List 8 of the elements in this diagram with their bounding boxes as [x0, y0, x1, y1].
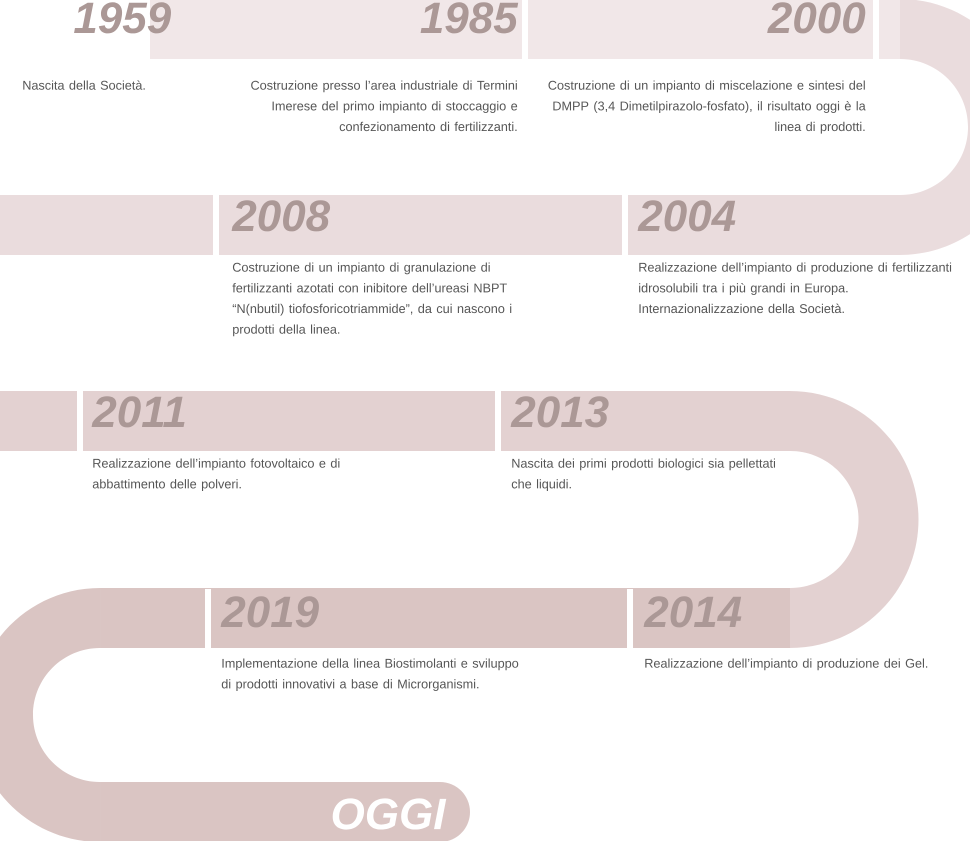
- timeline-entry: 1959 Nascita della Società.: [23, 2, 171, 90]
- timeline-entry: 2000 Costruzione di un impianto di miscelazione e sintesi del DMPP (3,4 Dimetilpirazolo-fosfato), il risultato oggi è la linea di prodotti.: [548, 2, 866, 134]
- timeline-entry: OGGI: [332, 798, 446, 830]
- timeline-entry: 2008 Costruzione di un impianto di granulazione di fertilizzanti azotati con inibitore dell’ureasi NBPT “N(nbutil) tiofosforicotriammide”, da cui nascono i prodotti della linea.: [232, 200, 512, 336]
- timeline-entry: 2004 Realizzazione dell’impianto di produzione di fertilizzanti idrosolubili tra i più grandi in Europa. Internazionalizzazione della Società.: [638, 200, 952, 314]
- timeline-entry: 2011 Realizzazione dell’impianto fotovoltaico e di abbattimento delle polveri.: [92, 396, 340, 491]
- timeline-entry: 2013 Nascita dei primi prodotti biologici sia pellettati che liquidi.: [510, 396, 775, 491]
- timeline-entry: 1985 Costruzione presso l’area industriale di Termini Imerese del primo impianto di stoccaggio e confezionamento di fertilizzanti.: [251, 2, 518, 132]
